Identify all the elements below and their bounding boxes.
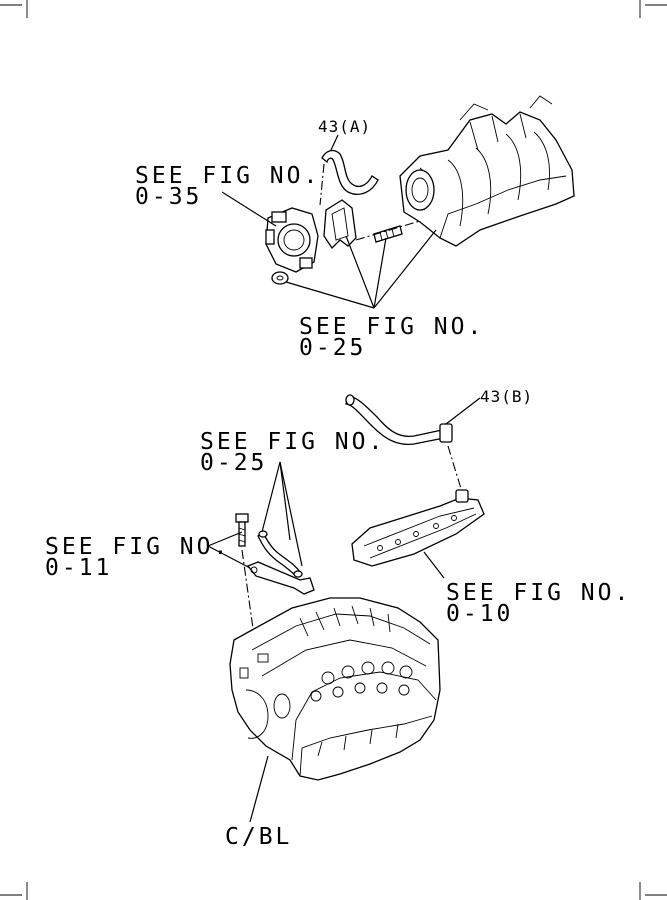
label-hose-43a: 43(A) — [318, 117, 371, 136]
leader-fig-011 — [207, 531, 251, 569]
bracket — [246, 561, 315, 595]
leader-fig-025-top — [285, 229, 437, 309]
stud — [373, 225, 403, 243]
label-fig-035-line1: SEE FIG NO. — [135, 163, 320, 189]
valve-cover — [351, 489, 485, 567]
pcv-tube-43b — [345, 394, 453, 446]
hose-43a — [321, 149, 379, 195]
label-fig-011-line2: 0-11 — [45, 555, 112, 581]
engine-block — [229, 597, 441, 781]
label-block: C/BL — [225, 824, 292, 850]
label-fig-010-line1: SEE FIG NO. — [446, 580, 631, 606]
centerline-stud — [355, 217, 431, 241]
leader-pcv-tube-43b — [445, 397, 481, 425]
centerline-pcv — [447, 445, 463, 493]
label-fig-025-mid-line1: SEE FIG NO. — [200, 429, 385, 455]
label-fig-025-top-line1: SEE FIG NO. — [299, 314, 484, 340]
leader-hose-43a — [330, 134, 339, 151]
intake-manifold — [399, 95, 575, 247]
leader-block — [249, 755, 269, 823]
oil-tube — [257, 530, 303, 578]
label-fig-011-line1: SEE FIG NO. — [45, 534, 230, 560]
label-pcv-tube-43b: 43(B) — [480, 387, 533, 406]
leader-fig-010 — [423, 551, 445, 579]
leader-fig-035 — [221, 191, 277, 227]
throttle-body — [265, 207, 319, 273]
bolt — [235, 513, 249, 547]
label-fig-025-mid-line2: 0-25 — [200, 450, 267, 476]
leader-fig-025-mid — [261, 461, 303, 567]
washer — [271, 271, 289, 285]
centerline-hose-43a — [319, 163, 325, 206]
label-fig-010-line2: 0-10 — [446, 601, 513, 627]
label-fig-025-top-line2: 0-25 — [299, 335, 366, 361]
label-fig-035-line2: 0-35 — [135, 184, 202, 210]
throttle-gasket — [323, 199, 357, 250]
